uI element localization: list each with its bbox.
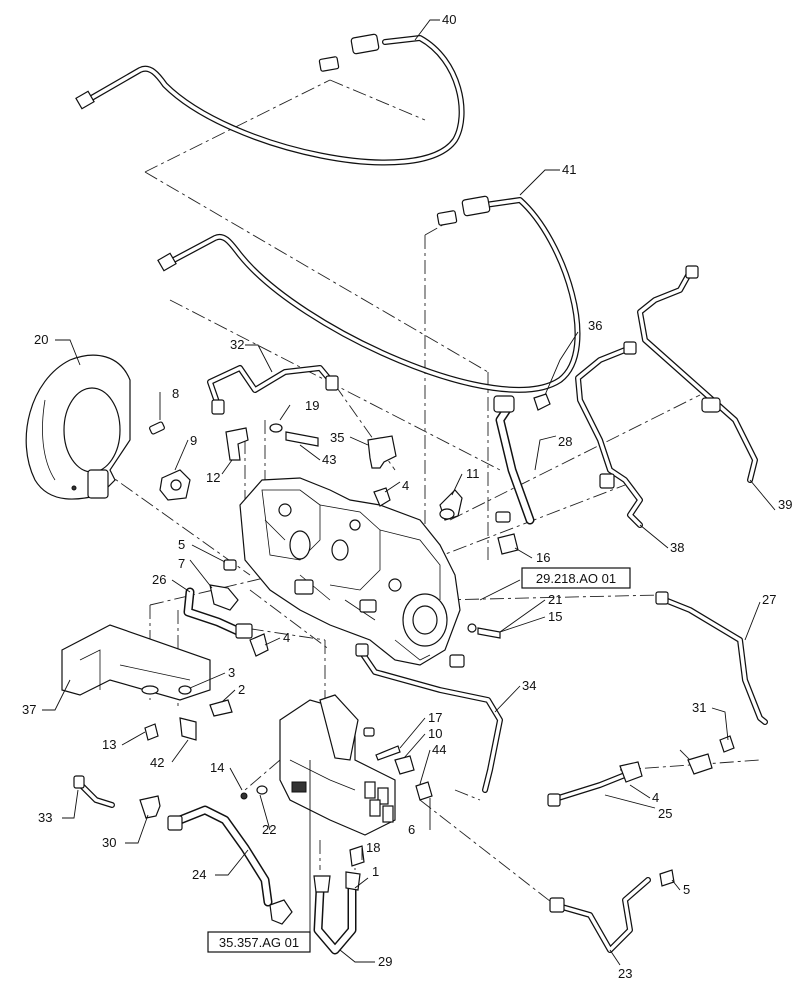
fitting-14-22	[240, 785, 268, 800]
fittings-12-19-43-35	[225, 423, 397, 469]
callout-5-upper: 5	[178, 537, 185, 552]
callout-20: 20	[34, 332, 48, 347]
callout-9: 9	[190, 433, 197, 448]
callout-23: 23	[618, 966, 632, 981]
callout-22: 22	[262, 822, 276, 837]
callout-25: 25	[658, 806, 672, 821]
bracket-37	[61, 624, 211, 701]
hose-40	[75, 33, 465, 166]
hose-24-30-33	[73, 775, 293, 925]
callout-2: 2	[238, 682, 245, 697]
callout-42: 42	[150, 755, 164, 770]
hose-23	[549, 869, 675, 953]
callout-12: 12	[206, 470, 220, 485]
callout-26: 26	[152, 572, 166, 587]
callout-32: 32	[230, 337, 244, 352]
callout-38: 38	[670, 540, 684, 555]
tube-32	[207, 365, 339, 415]
callout-1: 1	[372, 864, 379, 879]
reference-label: 35.357.AG 01	[219, 935, 299, 950]
callout-4-middle: 4	[283, 630, 290, 645]
reference-29-218-ao-01[interactable]: 29.218.AO 01	[521, 567, 631, 589]
callout-4-lower: 4	[652, 790, 659, 805]
callout-15: 15	[548, 609, 562, 624]
callout-21: 21	[548, 592, 562, 607]
leader-lines	[42, 19, 776, 966]
callout-17: 17	[428, 710, 442, 725]
hose-41	[157, 195, 581, 393]
callout-6: 6	[408, 822, 415, 837]
flange-20	[25, 354, 131, 500]
hose-26	[183, 587, 269, 657]
callout-35: 35	[330, 430, 344, 445]
callout-40: 40	[442, 12, 456, 27]
hose-39	[637, 265, 758, 483]
callout-3: 3	[228, 665, 235, 680]
pump-assembly	[239, 477, 461, 666]
hose-27	[655, 591, 768, 725]
callout-4-upper: 4	[402, 478, 409, 493]
callout-labels: 40 41 20 8 32 19 36 9 12 43 35 11 4 28 3…	[22, 12, 792, 981]
callout-34: 34	[522, 678, 536, 693]
callout-18: 18	[366, 840, 380, 855]
callout-43: 43	[322, 452, 336, 467]
hose-25	[547, 735, 735, 807]
callout-24: 24	[192, 867, 206, 882]
callout-30: 30	[102, 835, 116, 850]
callout-10: 10	[428, 726, 442, 741]
callout-31: 31	[692, 700, 706, 715]
reference-35-357-ag-01[interactable]: 35.357.AG 01	[207, 931, 311, 953]
hose-28	[493, 393, 551, 525]
callout-33: 33	[38, 810, 52, 825]
hose-34	[355, 643, 503, 793]
callout-14: 14	[210, 760, 224, 775]
hardware-8-9	[149, 421, 191, 501]
callout-11: 11	[466, 466, 480, 481]
callout-29: 29	[378, 954, 392, 969]
reference-label: 29.218.AO 01	[536, 571, 616, 586]
hardware-3-2-13-42	[144, 685, 233, 741]
callout-37: 37	[22, 702, 36, 717]
callout-41: 41	[562, 162, 576, 177]
valve-block	[279, 694, 433, 867]
callout-36: 36	[588, 318, 602, 333]
callout-8: 8	[172, 386, 179, 401]
hose-29	[313, 871, 361, 955]
callout-39: 39	[778, 497, 792, 512]
callout-28: 28	[558, 434, 572, 449]
callout-44: 44	[432, 742, 446, 757]
callout-27: 27	[762, 592, 776, 607]
pump-fittings	[209, 487, 519, 668]
callout-5-lower: 5	[683, 882, 690, 897]
callout-13: 13	[102, 737, 116, 752]
hose-38	[575, 341, 643, 528]
callout-16: 16	[536, 550, 550, 565]
callout-7: 7	[178, 556, 185, 571]
callout-19: 19	[305, 398, 319, 413]
